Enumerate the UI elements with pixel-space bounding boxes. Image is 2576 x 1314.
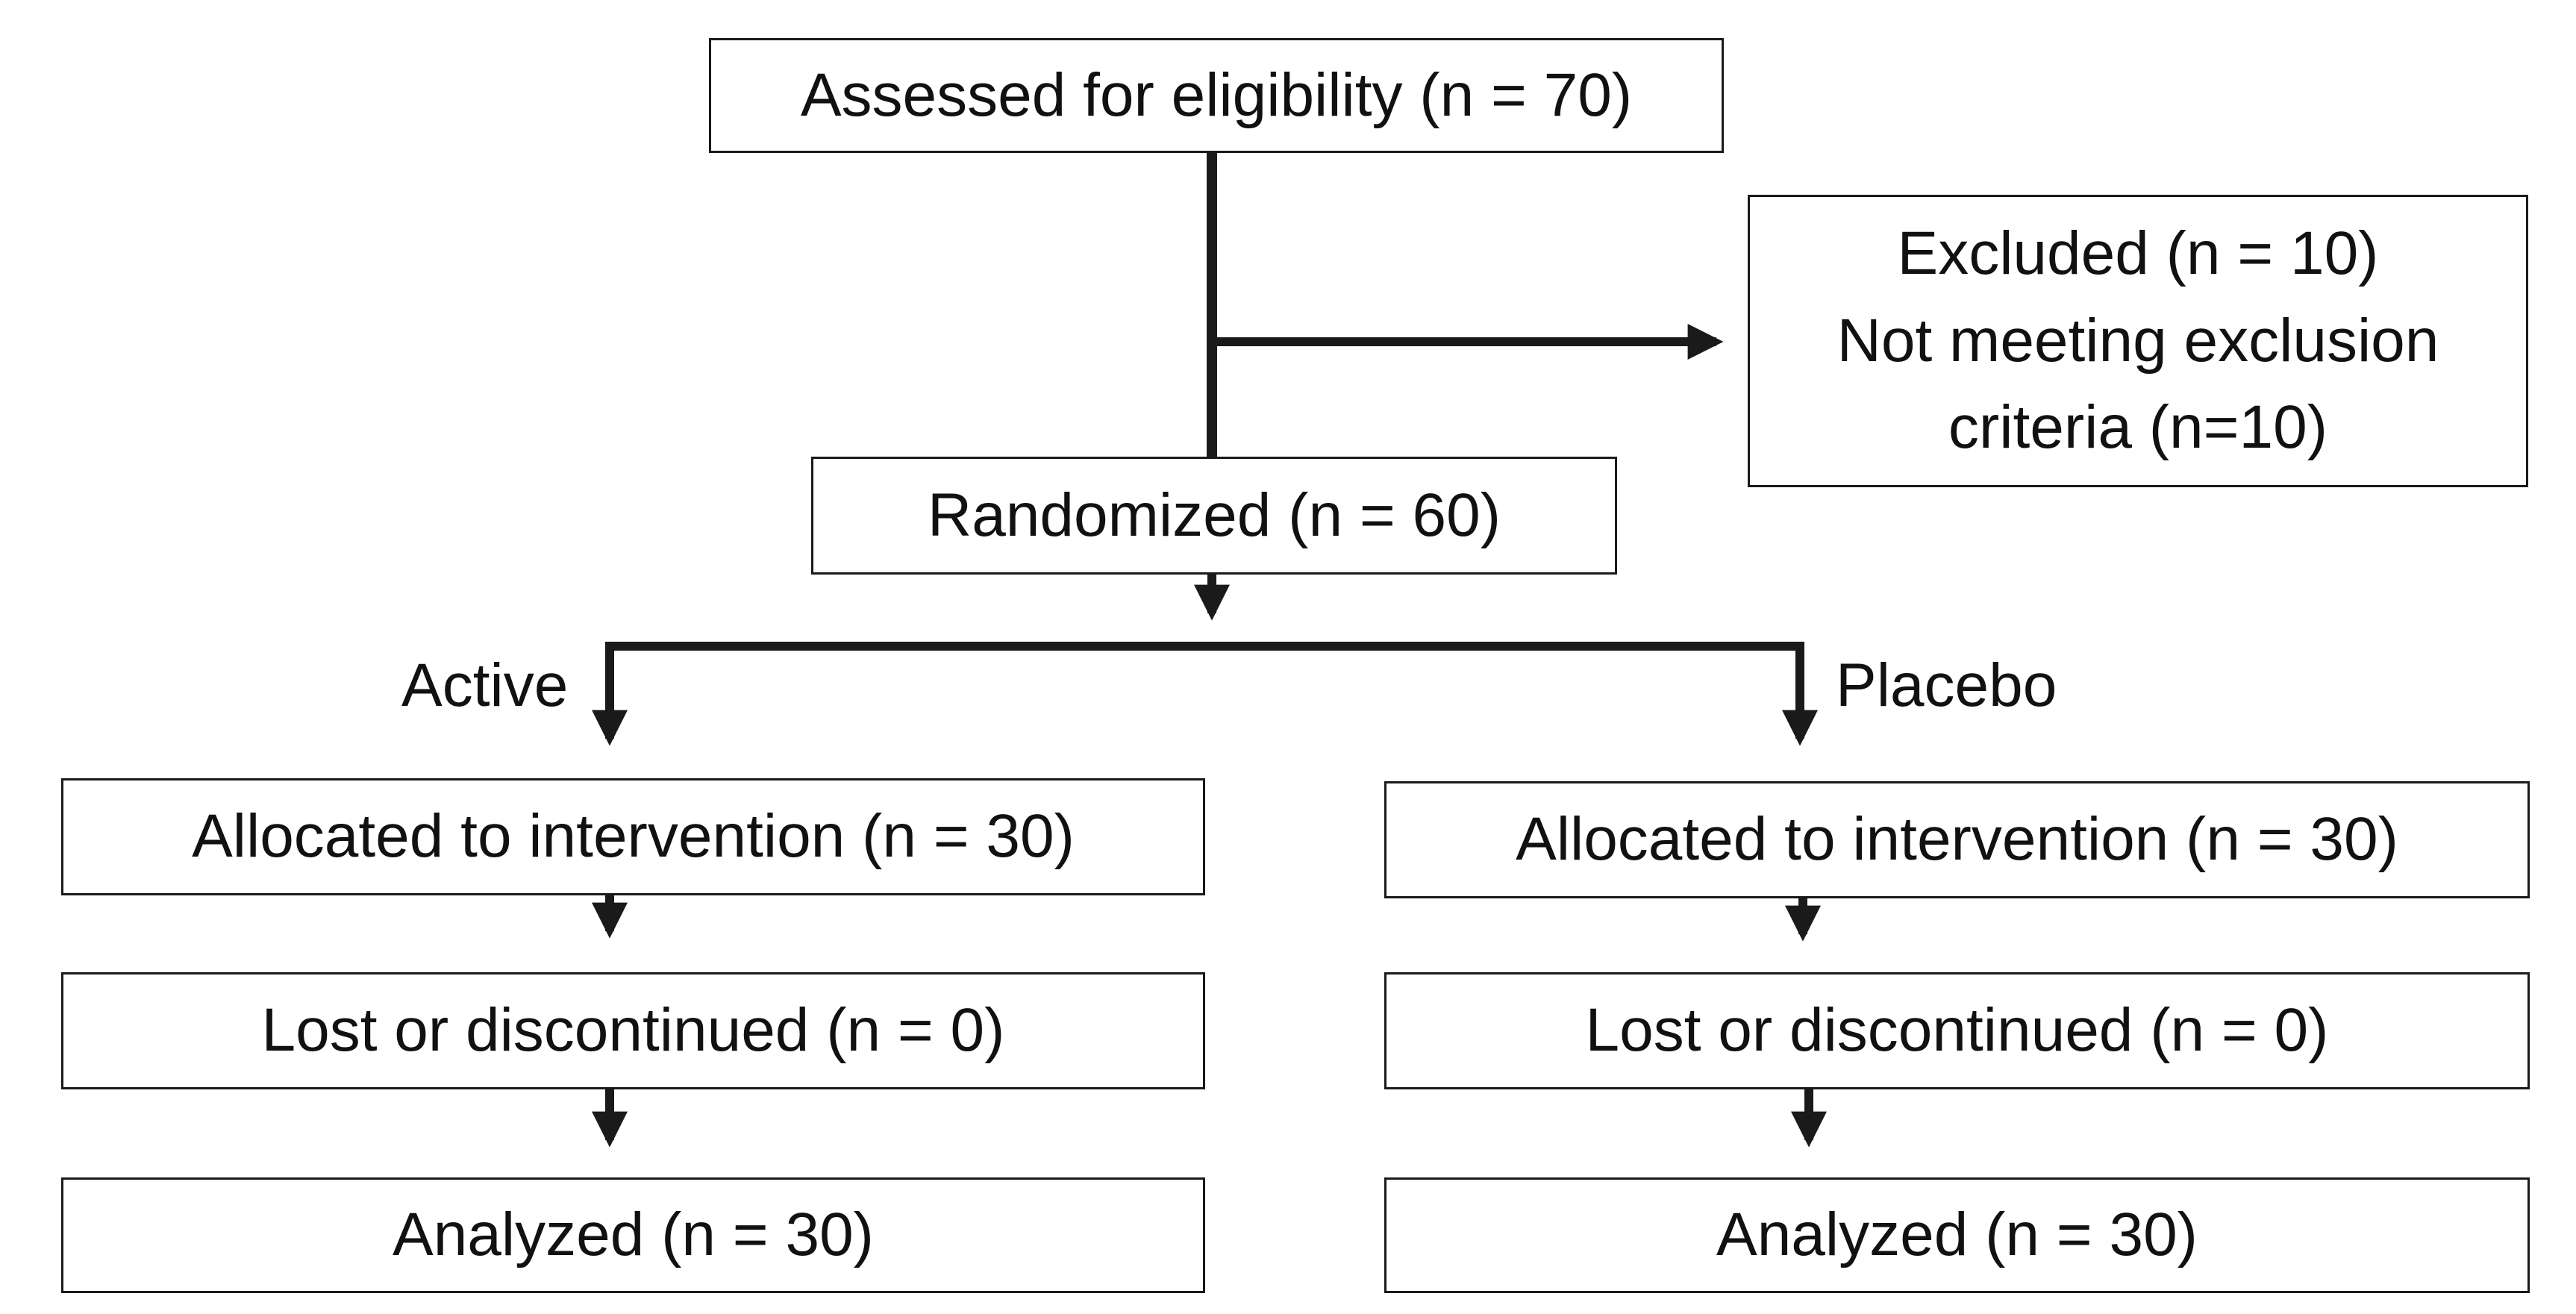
placebo-analyzed-box: Analyzed (n = 30)	[1384, 1177, 2530, 1293]
active-lost-text: Lost or discontinued (n = 0)	[261, 996, 1005, 1065]
placebo-analyzed-text: Analyzed (n = 30)	[1716, 1201, 2198, 1269]
assessed-text: Assessed for eligibility (n = 70)	[800, 60, 1633, 129]
randomized-text: Randomized (n = 60)	[927, 481, 1501, 549]
placebo-allocated-box: Allocated to intervention (n = 30)	[1384, 781, 2530, 898]
active-analyzed-text: Analyzed (n = 30)	[393, 1201, 874, 1269]
randomized-box: Randomized (n = 60)	[811, 457, 1617, 575]
placebo-allocated-text: Allocated to intervention (n = 30)	[1516, 805, 2398, 874]
active-lost-box: Lost or discontinued (n = 0)	[61, 972, 1205, 1089]
active-arm-label: Active	[401, 651, 569, 719]
excluded-box: Excluded (n = 10) Not meeting exclusion …	[1748, 195, 2528, 487]
excluded-text-line1: Excluded (n = 10)	[1897, 219, 2379, 288]
placebo-arm-label: Placebo	[1836, 651, 2057, 719]
active-analyzed-box: Analyzed (n = 30)	[61, 1177, 1205, 1293]
assessed-box: Assessed for eligibility (n = 70)	[709, 38, 1724, 153]
placebo-lost-box: Lost or discontinued (n = 0)	[1384, 972, 2530, 1089]
excluded-text-line2: Not meeting exclusion	[1836, 306, 2439, 375]
active-allocated-box: Allocated to intervention (n = 30)	[61, 778, 1205, 895]
placebo-lost-text: Lost or discontinued (n = 0)	[1585, 996, 2329, 1065]
excluded-text-line3: criteria (n=10)	[1948, 393, 2328, 462]
active-allocated-text: Allocated to intervention (n = 30)	[192, 802, 1075, 871]
